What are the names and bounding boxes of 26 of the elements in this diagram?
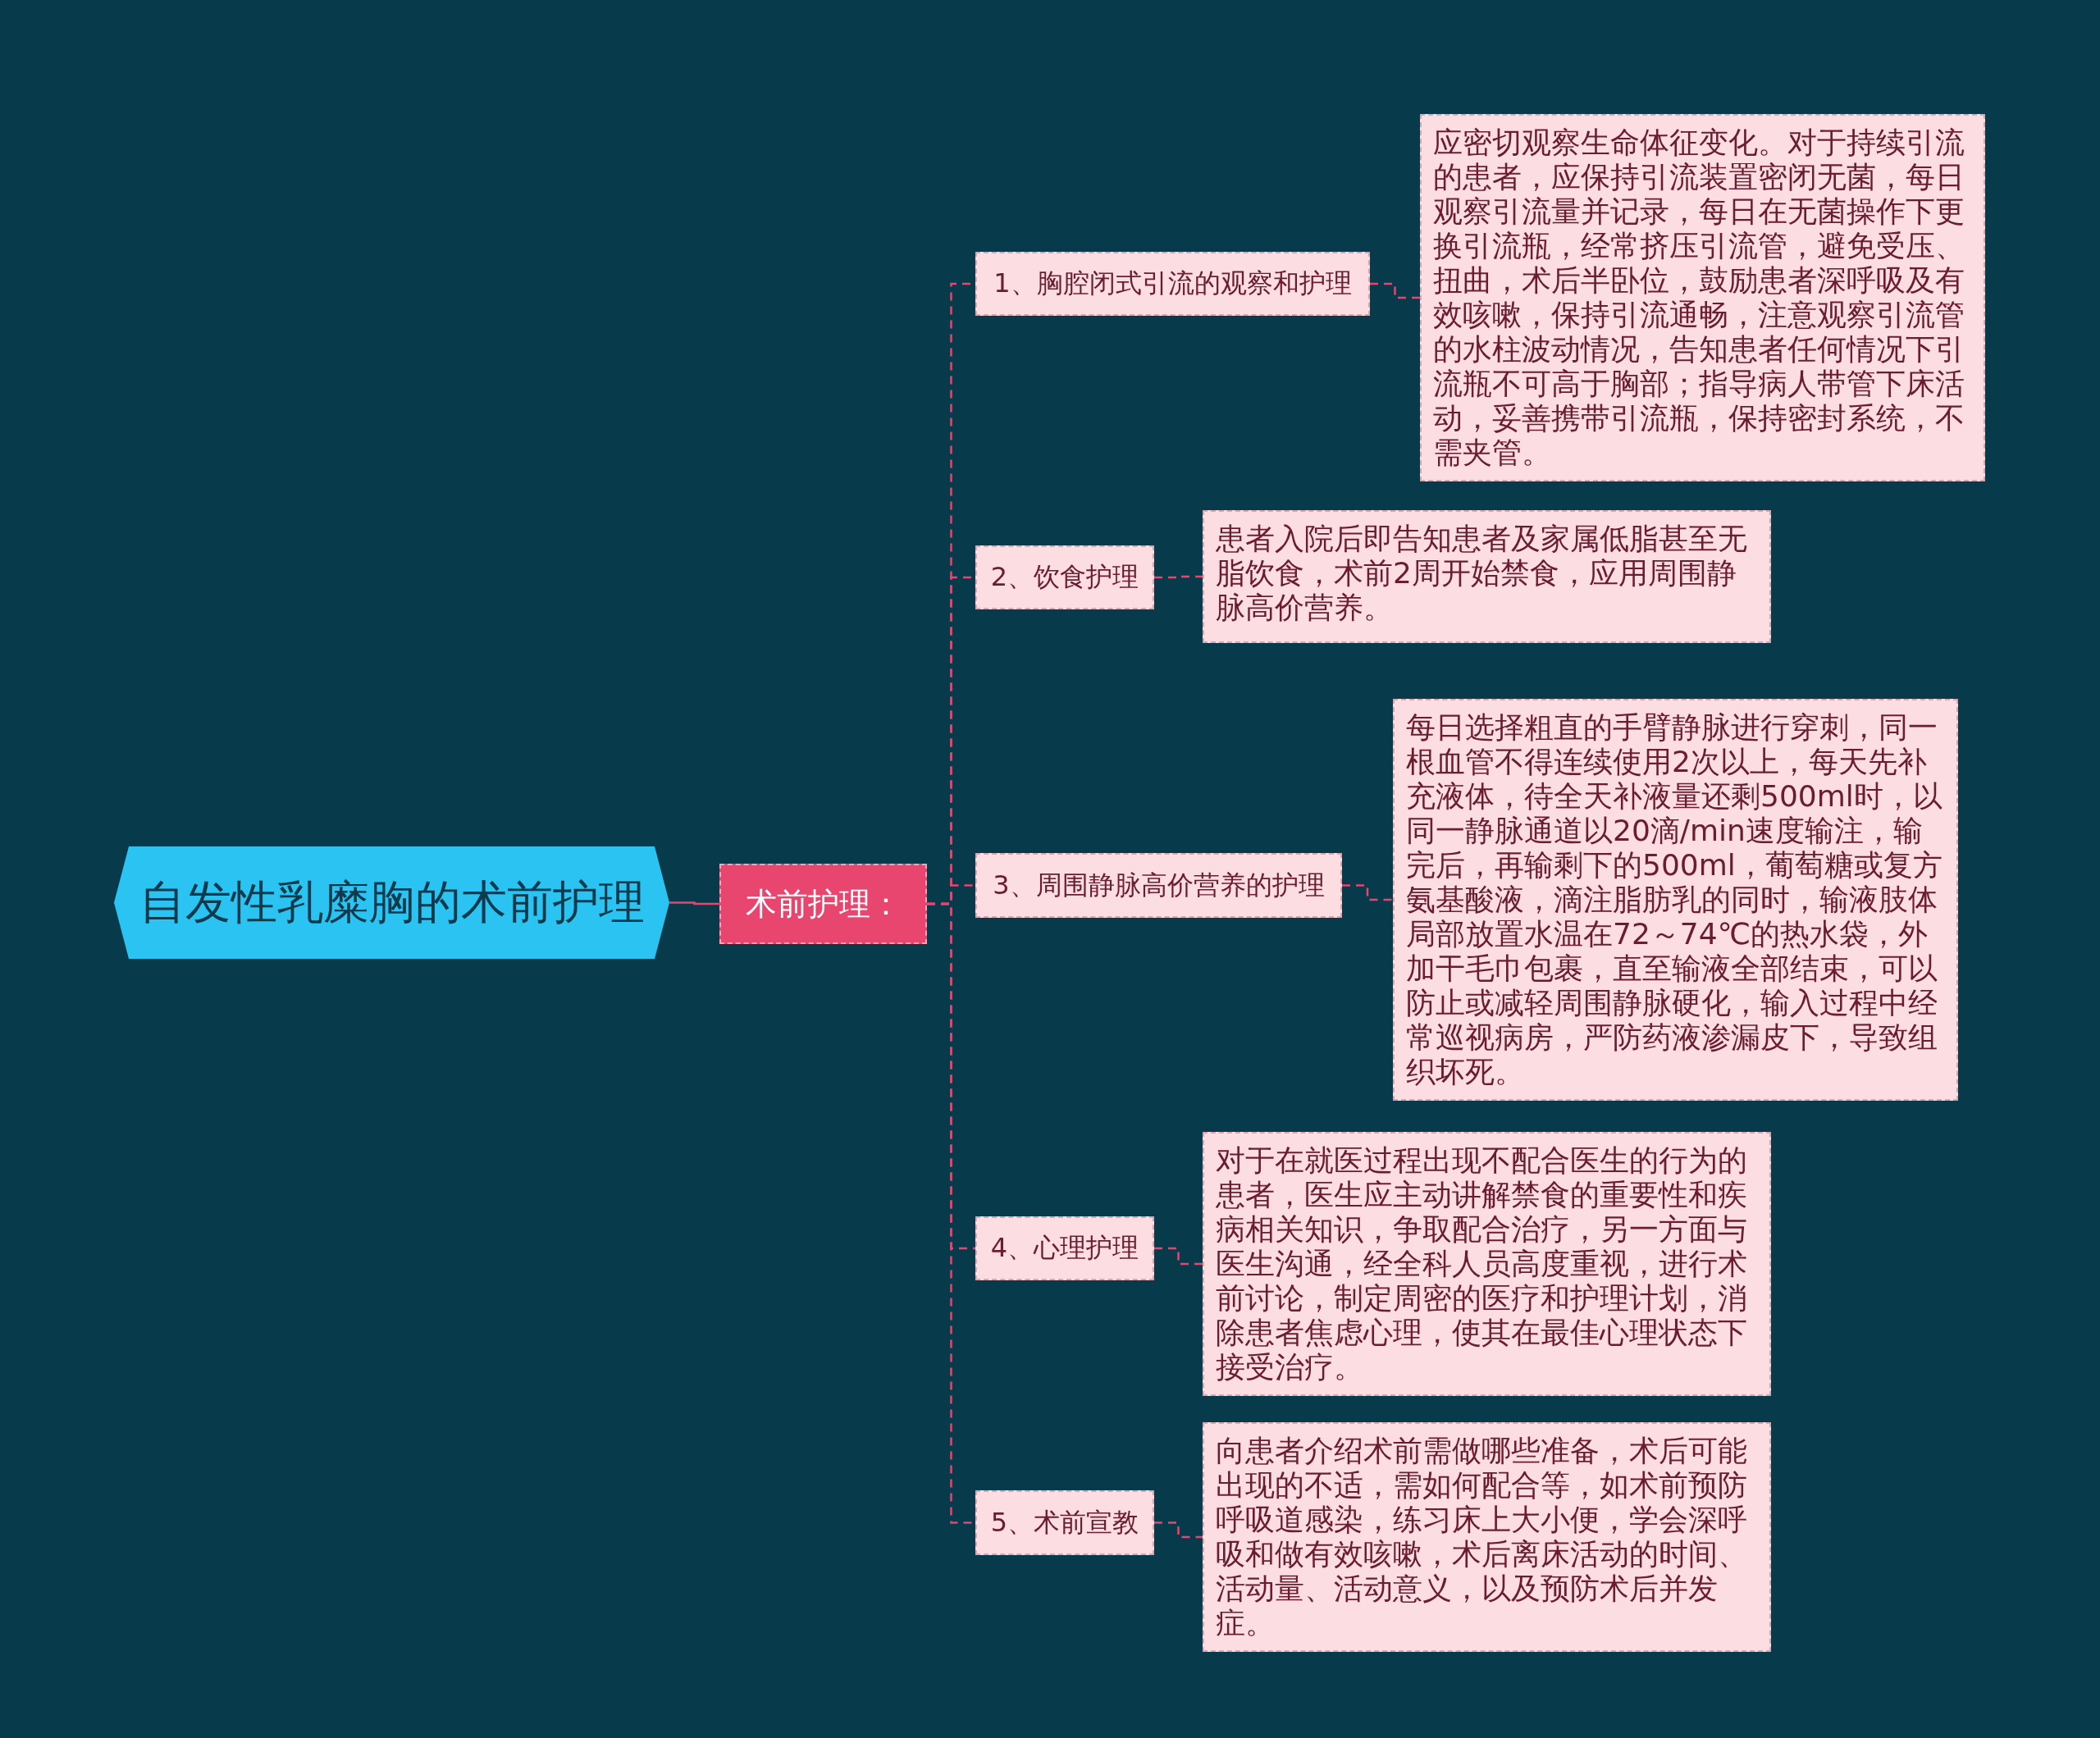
branch-box [975,1216,1154,1280]
branch-label: 2、饮食护理 [990,560,1139,594]
branch-label: 3、周围静脉高价营养的护理 [993,868,1325,902]
note-text: 每日选择粗直的手臂静脉进行穿刺，同一根血管不得连续使用2次以上，每天先补充液体，待全天补液量还剩500ml时，以同一静脉通道以20滴/min速度输注，输完后，再输剩下的500ml，葡萄糖或复方氨基酸液，滴注脂肪乳的同时，输液肢体局部放置水温在72～74℃的热水袋，外加干毛巾包裹，直至输液全部结束，可以防止或减轻周围静脉硬化，输入过程中经常巡视病房，严防药液渗漏皮下，导致组织坏死。 [1406,710,1943,1089]
branch-label: 5、术前宣教 [990,1505,1139,1540]
branch-label: 4、心理护理 [990,1231,1139,1265]
connector-line [1154,1521,1203,1539]
branch-box [975,1490,1154,1555]
connector-line [1154,575,1203,579]
note-text: 患者入院后即告知患者及家属低脂甚至无脂饮食，术前2周开始禁食，应用周围静脉高价营养。 [1216,522,1748,625]
branch-box [975,545,1154,609]
note-text: 向患者介绍术前需做哪些准备，术后可能出现的不适，需如何配合等，如术前预防呼吸道感染，练习床上大小便，学会深呼吸和做有效咳嗽，术后离床活动的时间、活动量、活动意义，以及预防术后并发症。 [1216,1434,1748,1640]
note-box [1203,1422,1771,1652]
branch-box [975,853,1342,918]
category-box [719,864,927,944]
note-box [1203,510,1771,643]
branch-box [975,252,1370,316]
note-text: 应密切观察生命体征变化。对于持续引流的患者，应保持引流装置密闭无菌，每日观察引流量并记录，每日在无菌操作下更换引流瓶，经常挤压引流管，避免受压、扭曲，术后半卧位，鼓励患者深呼吸及有效咳嗽，保持引流通畅，注意观察引流管的水柱波动情况，告知患者任何情况下引流瓶不可高于胸部；指导病人带管下床活动，妥善携带引流瓶，保持密封系统，不需夹管。 [1433,125,1965,470]
branch-label: 1、胸腔闭式引流的观察和护理 [993,267,1352,300]
connector-line [1370,282,1420,299]
topic-title: 自发性乳糜胸的术前护理 [139,874,645,930]
connector-line [1154,1247,1203,1266]
connector-line [1342,884,1393,901]
connector-line [669,901,719,905]
category-label: 术前护理： [745,884,902,924]
note-text: 对于在就医过程出现不配合医生的行为的患者，医生应主动讲解禁食的重要性和疾病相关知识，争取配合治疗，另一方面与医生沟通，经全科人员高度重视，进行术前讨论，制定周密的医疗和护理计划，消除患者焦虑心理，使其在最佳心理状态下接受治疗。 [1216,1143,1748,1384]
